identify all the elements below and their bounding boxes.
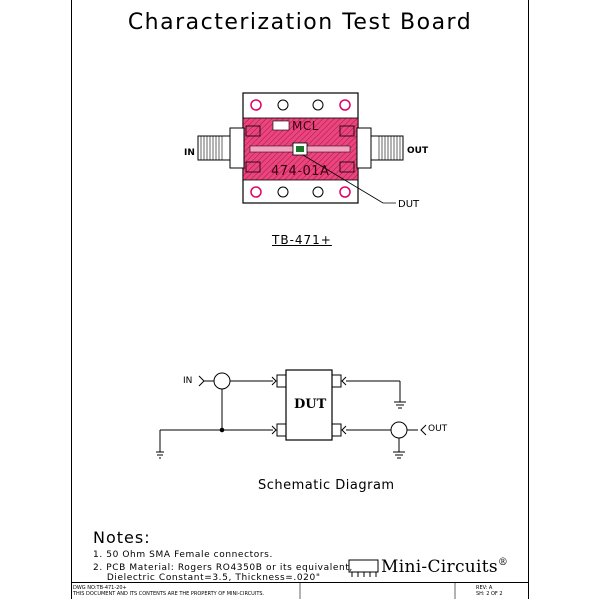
footer-sheet: SH: 2 OF 2 [476, 591, 503, 597]
board-dut-label: DUT [398, 199, 420, 210]
footer-notice: THIS DOCUMENT AND ITS CONTENTS ARE THE P… [73, 591, 265, 597]
schematic-dut-label: DUT [294, 397, 327, 412]
mini-circuits-logo: Mini-Circuits® [381, 557, 508, 577]
footer-rule [72, 582, 528, 583]
board-part-number: 474-01A [271, 164, 330, 179]
note-item: 2. PCB Material: Rogers RO4350B or its e… [93, 563, 353, 573]
note-item: Dielectric Constant=3.5, Thickness=.020" [93, 573, 321, 583]
schematic-caption: Schematic Diagram [258, 478, 395, 493]
registered-mark: ® [497, 557, 509, 568]
schematic [156, 369, 427, 459]
note-item: 1. 50 Ohm SMA Female connectors. [93, 550, 273, 560]
footer-dwg-number: DWG NO:TB-471-20+ [73, 585, 127, 591]
page-title: Characterization Test Board [127, 10, 473, 35]
board-in-label: IN [184, 148, 195, 158]
dut-leader [302, 154, 396, 204]
notes-heading: Notes: [93, 528, 151, 547]
mounting-holes [250, 99, 351, 198]
footer-rev: REV: A [476, 585, 493, 591]
schematic-out-label: OUT [428, 424, 448, 434]
sma-connector-in [197, 127, 245, 169]
sma-connector-out [356, 127, 404, 169]
board-caption: TB-471+ [272, 233, 332, 247]
board-mcl-text: MCL [292, 119, 319, 133]
board-out-label: OUT [407, 146, 429, 156]
schematic-in-label: IN [183, 376, 193, 386]
logo-name: Mini-Circuits [381, 557, 498, 577]
drawing-frame [71, 0, 529, 599]
chip-logo-icon [348, 559, 379, 577]
